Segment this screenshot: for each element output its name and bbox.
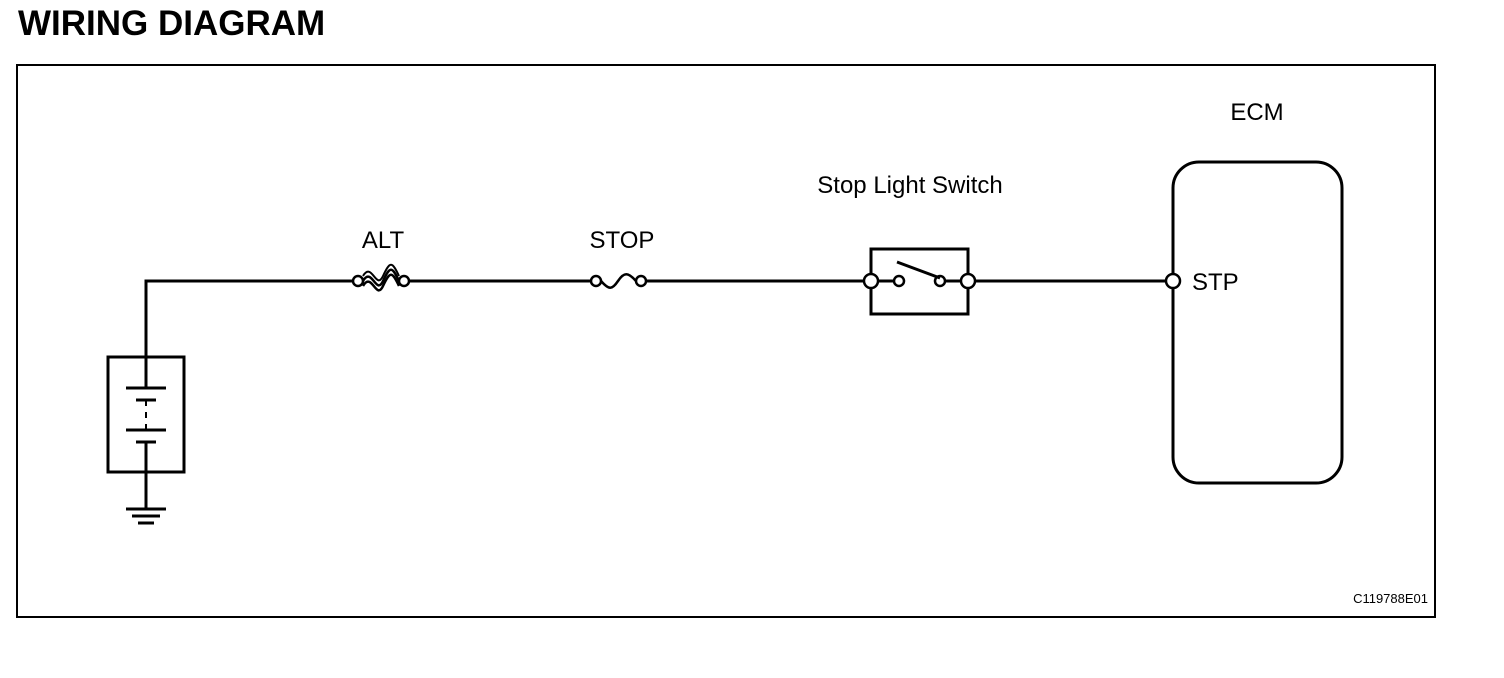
- alt-fusible-link-icon: [351, 263, 411, 292]
- wire-main: [144, 279, 1167, 356]
- ecm-module: [1164, 160, 1344, 485]
- stop-fuse-label: STOP: [590, 227, 655, 254]
- stop-fuse-icon: [589, 273, 648, 289]
- figure-code: C119788E01: [1353, 591, 1428, 606]
- ecm-label: ECM: [1230, 99, 1283, 126]
- stop-light-switch-icon: [862, 247, 977, 316]
- alt-fuse-label: ALT: [362, 227, 405, 254]
- ground-icon: [126, 472, 166, 525]
- switch-label: Stop Light Switch: [817, 172, 1002, 199]
- ecm-terminal-stp: STP: [1192, 269, 1239, 296]
- battery-icon: [106, 355, 186, 474]
- page-title: WIRING DIAGRAM: [18, 4, 326, 43]
- diagram-frame: [16, 64, 1436, 618]
